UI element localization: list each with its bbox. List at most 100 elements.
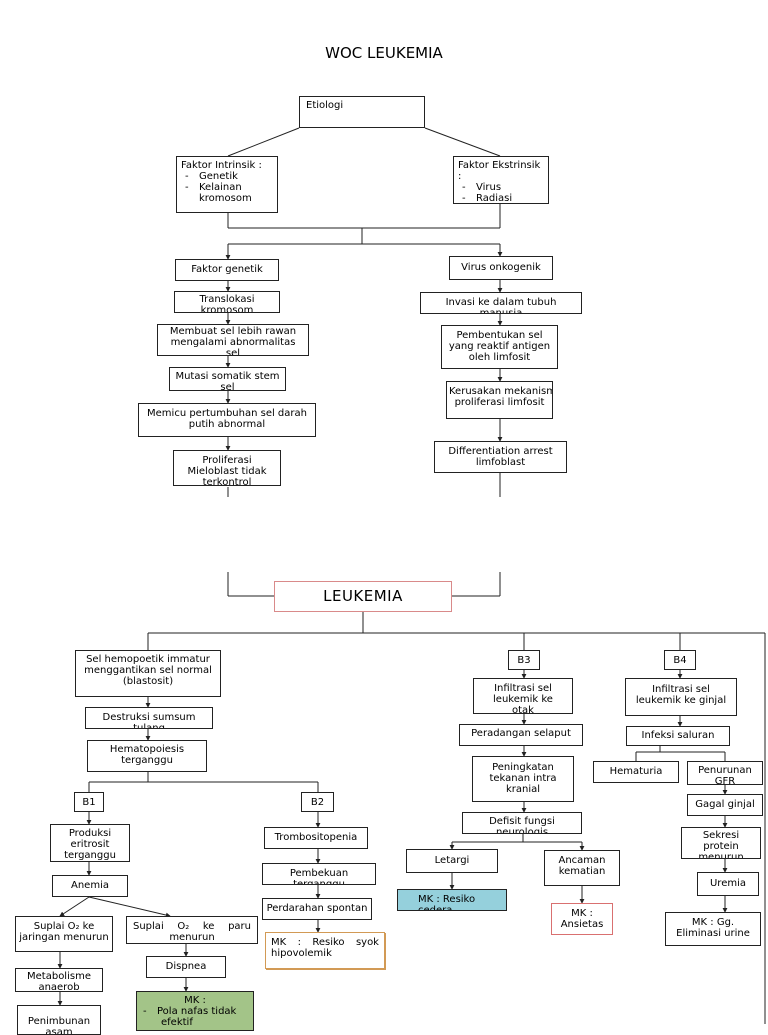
pembentukan-line: oleh limfosit: [468, 352, 531, 363]
connector-arrow: [59, 896, 90, 917]
hematopoiesis-box: Hematopoiesis terganggu: [87, 740, 207, 772]
mk-pola-line: efektif: [161, 1017, 193, 1028]
mk-cedera-line: cedera: [418, 905, 453, 911]
infeksi-saluran-box: Infeksi saluran: [626, 726, 730, 746]
destruksi-label: Destruksi sumsum tulang: [102, 712, 196, 729]
ancaman-line: kematian: [558, 866, 606, 877]
membuat-sel-box: Membuat sel lebih rawan mengalami abnorm…: [157, 324, 309, 356]
mk-resiko-syok-box: MK : Resiko syok hipovolemik: [265, 932, 385, 969]
pembentukan-line: yang reaktif antigen: [448, 341, 551, 352]
intrinsik-item: kromosom: [199, 193, 252, 204]
produksi-line: eritrosit: [70, 839, 110, 850]
penimbunan-label: Penimbunan asam: [27, 1016, 91, 1035]
mk-pola-line: MK :: [184, 995, 206, 1006]
produksi-line: Produksi: [68, 828, 112, 839]
gagal-label: Gagal ginjal: [695, 799, 755, 810]
kerusakan-box: Kerusakan mekanisme proliferasi limfosit: [446, 381, 553, 419]
mk-syok-word: Resiko: [312, 937, 345, 948]
membuat-sel-line: mengalami abnormalitas: [170, 337, 296, 348]
translokasi-box: Translokasi kromosom: [174, 291, 280, 313]
anemia-label: Anemia: [71, 880, 109, 891]
infiltrasi-ginjal-box: Infiltrasi sel leukemik ke ginjal: [625, 678, 737, 716]
intrinsik-item: Genetik: [185, 171, 273, 182]
ekstrinsik-item: Radiasi: [462, 193, 544, 203]
sel-hemopoetik-line: (blastosit): [122, 676, 174, 687]
peradangan-box: Peradangan selaput: [459, 724, 583, 746]
memicu-line: Memicu pertumbuhan sel darah: [147, 408, 307, 419]
metabolisme-line: anaerob: [38, 982, 80, 992]
sel-hemopoetik-line: menggantikan sel normal: [84, 665, 212, 676]
perdarahan-label: Perdarahan spontan: [266, 903, 368, 914]
defisit-neurologis-box: Defisit fungsi neurologis: [462, 812, 582, 834]
dispnea-box: Dispnea: [146, 956, 226, 978]
suplai-paru-word: paru: [228, 921, 252, 932]
mk-ansietas-line: MK :: [571, 908, 593, 919]
penurunan-gfr-box: Penurunan GFR: [687, 761, 763, 785]
b2-label: B2: [310, 797, 325, 808]
suplai-paru-word: Suplai: [133, 921, 164, 932]
produksi-eritrosit-box: Produksi eritrosit terganggu: [50, 824, 130, 862]
defisit-line: neurologis: [495, 827, 549, 834]
hematuria-label: Hematuria: [609, 766, 663, 777]
penurunan-line: GFR: [714, 776, 736, 785]
faktor-genetik-label: Faktor genetik: [191, 264, 263, 275]
suplai-jaringan-line: Suplai O₂ ke: [33, 921, 95, 932]
suplai-paru-word: O₂: [177, 921, 190, 932]
penimbunan-box: Penimbunan asam: [17, 1005, 101, 1035]
faktor-genetik-box: Faktor genetik: [175, 259, 279, 281]
differentiation-line: Differentiation arrest: [448, 446, 553, 457]
connector-line: [424, 127, 501, 157]
mk-resiko-cedera-box: MK : Resiko cedera: [397, 889, 507, 911]
letargi-label: Letargi: [434, 855, 470, 866]
metabolisme-box: Metabolisme anaerob: [15, 968, 103, 992]
b2-label-box: B2: [301, 792, 334, 812]
trombositopenia-box: Trombositopenia: [264, 827, 368, 849]
mutasi-line: sel: [220, 382, 235, 391]
hematopoiesis-line: Hematopoiesis: [109, 744, 185, 755]
differentiation-box: Differentiation arrest limfoblast: [434, 441, 567, 473]
b1-label: B1: [82, 797, 96, 808]
trombositopenia-label: Trombositopenia: [274, 832, 358, 843]
sel-hemopoetik-line: Sel hemopoetik immatur: [86, 654, 210, 665]
mk-pola-nafas-box: MK : Pola nafas tidak efektif: [136, 991, 254, 1031]
mk-eliminasi-line: Eliminasi urine: [676, 928, 750, 939]
defisit-line: Defisit fungsi: [489, 816, 555, 827]
faktor-ekstrinsik-box: Faktor Ekstrinsik : Virus Radiasi: [453, 156, 549, 204]
invasi-label: Invasi ke dalam tubuh manusia: [445, 297, 557, 314]
memicu-box: Memicu pertumbuhan sel darah putih abnor…: [138, 403, 316, 437]
hematuria-box: Hematuria: [593, 761, 679, 783]
infiltrasi-otak-line: Infiltrasi sel: [494, 683, 552, 694]
faktor-ekstrinsik-title: Faktor Ekstrinsik: [458, 160, 541, 171]
connector-line: [227, 127, 300, 157]
membuat-sel-line: Membuat sel lebih rawan: [169, 326, 297, 337]
mk-cedera-line: MK : Resiko: [418, 894, 476, 905]
suplai-jaringan-box: Suplai O₂ ke jaringan menurun: [15, 916, 113, 952]
mk-ansietas-line: Ansietas: [560, 919, 604, 930]
invasi-box: Invasi ke dalam tubuh manusia: [420, 292, 582, 314]
suplai-jaringan-line: jaringan menurun: [19, 932, 109, 943]
mk-syok-line: MK : Resiko syok: [271, 937, 379, 948]
uremia-label: Uremia: [709, 878, 746, 889]
infiltrasi-otak-line: leukemik ke: [493, 694, 553, 705]
faktor-intrinsik-box: Faktor Intrinsik : Genetik Kelainan krom…: [176, 156, 278, 213]
b3-label-box: B3: [508, 650, 540, 670]
suplai-paru-line: Suplai O₂ ke paru: [133, 921, 251, 932]
differentiation-line: limfoblast: [475, 457, 526, 468]
peningkatan-line: Peningkatan: [492, 762, 554, 773]
translokasi-label: Translokasi kromosom: [199, 294, 255, 313]
anemia-box: Anemia: [52, 875, 128, 897]
leukemia-box: LEUKEMIA: [274, 581, 452, 612]
produksi-line: terganggu: [64, 850, 116, 861]
mutasi-line: Mutasi somatik stem: [175, 371, 280, 382]
infeksi-label: Infeksi saluran: [641, 730, 715, 741]
sel-hemopoetik-box: Sel hemopoetik immatur menggantikan sel …: [75, 650, 221, 697]
peradangan-label: Peradangan selaput: [471, 728, 571, 739]
b1-label-box: B1: [74, 792, 104, 812]
infiltrasi-ginjal-line: leukemik ke ginjal: [635, 695, 727, 706]
sekresi-protein-box: Sekresi protein menurun: [681, 827, 761, 859]
infiltrasi-otak-line: otak: [512, 705, 534, 714]
mk-syok-line: hipovolemik: [271, 948, 332, 959]
infiltrasi-ginjal-line: Infiltrasi sel: [652, 684, 710, 695]
proliferasi-mieloblast-box: Proliferasi Mieloblast tidak terkontrol: [173, 450, 281, 486]
suplai-paru-line: menurun: [169, 932, 215, 943]
